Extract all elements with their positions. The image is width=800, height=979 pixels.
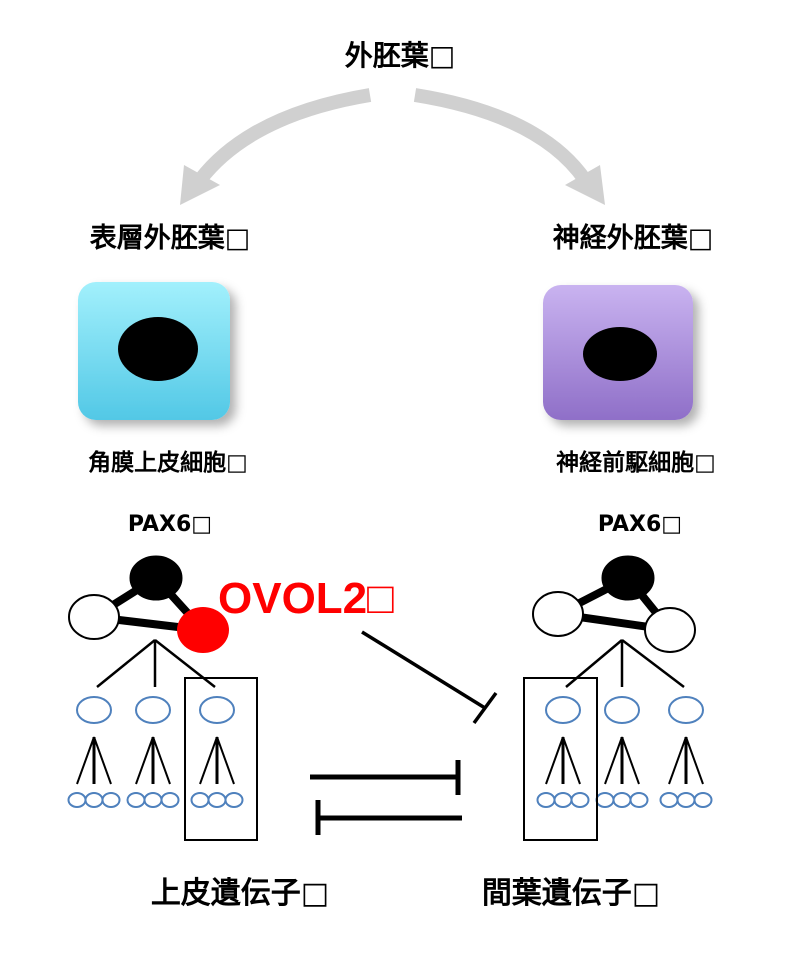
regulation-line [562, 736, 581, 785]
downstream-gene-node [629, 792, 649, 808]
regulation-line [685, 736, 704, 785]
label-mesenchymal-genes: 間葉遺伝子□ [482, 876, 660, 911]
regulation-line [135, 736, 154, 785]
label-pax6-left: PAX6□ [128, 512, 212, 537]
downstream-gene-node [101, 792, 121, 808]
downstream-gene-node [553, 792, 573, 808]
neural-progenitor-cell-icon [543, 285, 693, 420]
left-gene-network [68, 555, 229, 688]
downstream-gene-node [224, 792, 244, 808]
arrow-to-surface-ectoderm [180, 88, 372, 205]
regulation-line [216, 736, 235, 785]
label-neural-ectoderm: 神経外胚葉□ [553, 222, 714, 254]
partner-node [532, 591, 584, 637]
partner-node [68, 594, 120, 640]
partner-node [644, 607, 696, 653]
regulation-line [152, 736, 171, 785]
downstream-gene-node [160, 792, 180, 808]
downstream-gene-node [207, 792, 227, 808]
target-gene-node [545, 696, 581, 724]
regulation-line [668, 736, 687, 785]
downstream-gene-node [693, 792, 713, 808]
ovol2-inhibition-arrow [361, 630, 498, 725]
mesenchymal-gene-highlight-box [523, 677, 598, 841]
downstream-gene-node [126, 792, 146, 808]
downstream-gene-node [659, 792, 679, 808]
target-gene-node [76, 696, 112, 724]
label-ovol2: OVOL2□ [218, 574, 394, 623]
right-target-genes [536, 696, 713, 808]
ovol2-node [177, 607, 229, 653]
pax6-node [601, 555, 655, 601]
regulation-line [199, 736, 218, 785]
label-corneal-epithelial-cell: 角膜上皮細胞□ [88, 449, 248, 476]
downstream-gene-node [190, 792, 210, 808]
left-target-genes [67, 696, 244, 808]
epithelial-gene-highlight-box [184, 677, 258, 841]
regulation-line [545, 736, 564, 785]
label-epithelial-genes: 上皮遺伝子□ [151, 876, 329, 911]
regulation-line [76, 736, 95, 785]
target-gene-node [604, 696, 640, 724]
downstream-gene-node [612, 792, 632, 808]
pax6-node [129, 555, 183, 601]
downstream-gene-node [676, 792, 696, 808]
arrow-to-neural-ectoderm [413, 88, 605, 205]
downstream-gene-node [84, 792, 104, 808]
target-gene-node [135, 696, 171, 724]
downstream-gene-node [595, 792, 615, 808]
downstream-gene-node [143, 792, 163, 808]
label-surface-ectoderm: 表層外胚葉□ [90, 223, 251, 254]
downstream-gene-node [570, 792, 590, 808]
label-neural-progenitor-cell: 神経前駆細胞□ [556, 449, 716, 476]
regulation-line [93, 736, 112, 785]
downstream-gene-node [67, 792, 87, 808]
regulation-line [621, 736, 640, 785]
regulation-line [604, 736, 623, 785]
right-gene-network [532, 555, 696, 688]
label-pax6-right: PAX6□ [598, 512, 682, 537]
title-ectoderm: 外胚葉□ [345, 39, 455, 72]
downstream-gene-node [536, 792, 556, 808]
target-gene-node [668, 696, 704, 724]
mutual-repression-arrows [310, 760, 462, 835]
target-gene-node [199, 696, 235, 724]
corneal-epithelial-cell-icon [78, 282, 230, 420]
